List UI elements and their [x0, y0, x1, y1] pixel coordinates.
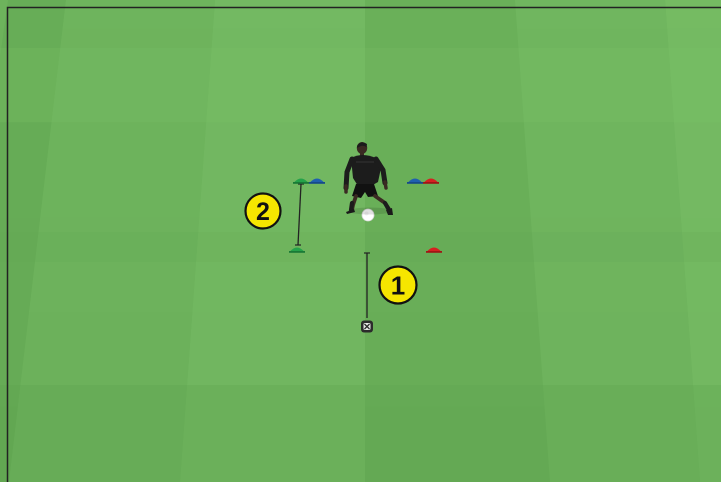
mannequin-marker-icon [361, 321, 373, 333]
step-marker-2: 2 [246, 194, 281, 229]
step-marker-1-label: 1 [391, 271, 405, 301]
step-marker-1: 1 [380, 267, 417, 304]
step-marker-2-label: 2 [256, 198, 270, 226]
